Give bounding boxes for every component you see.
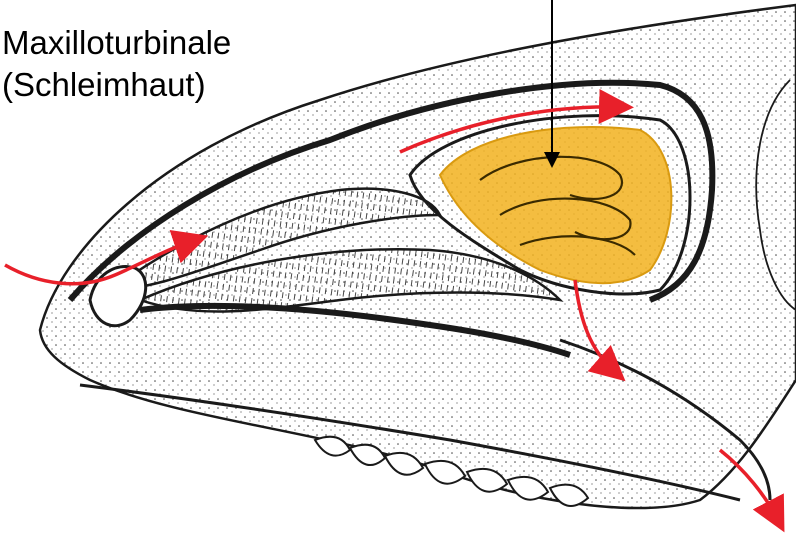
label-line-1: Maxilloturbinale	[2, 22, 231, 64]
maxilloturbinale-label: Maxilloturbinale (Schleimhaut)	[2, 22, 231, 106]
label-line-2: (Schleimhaut)	[2, 64, 231, 106]
